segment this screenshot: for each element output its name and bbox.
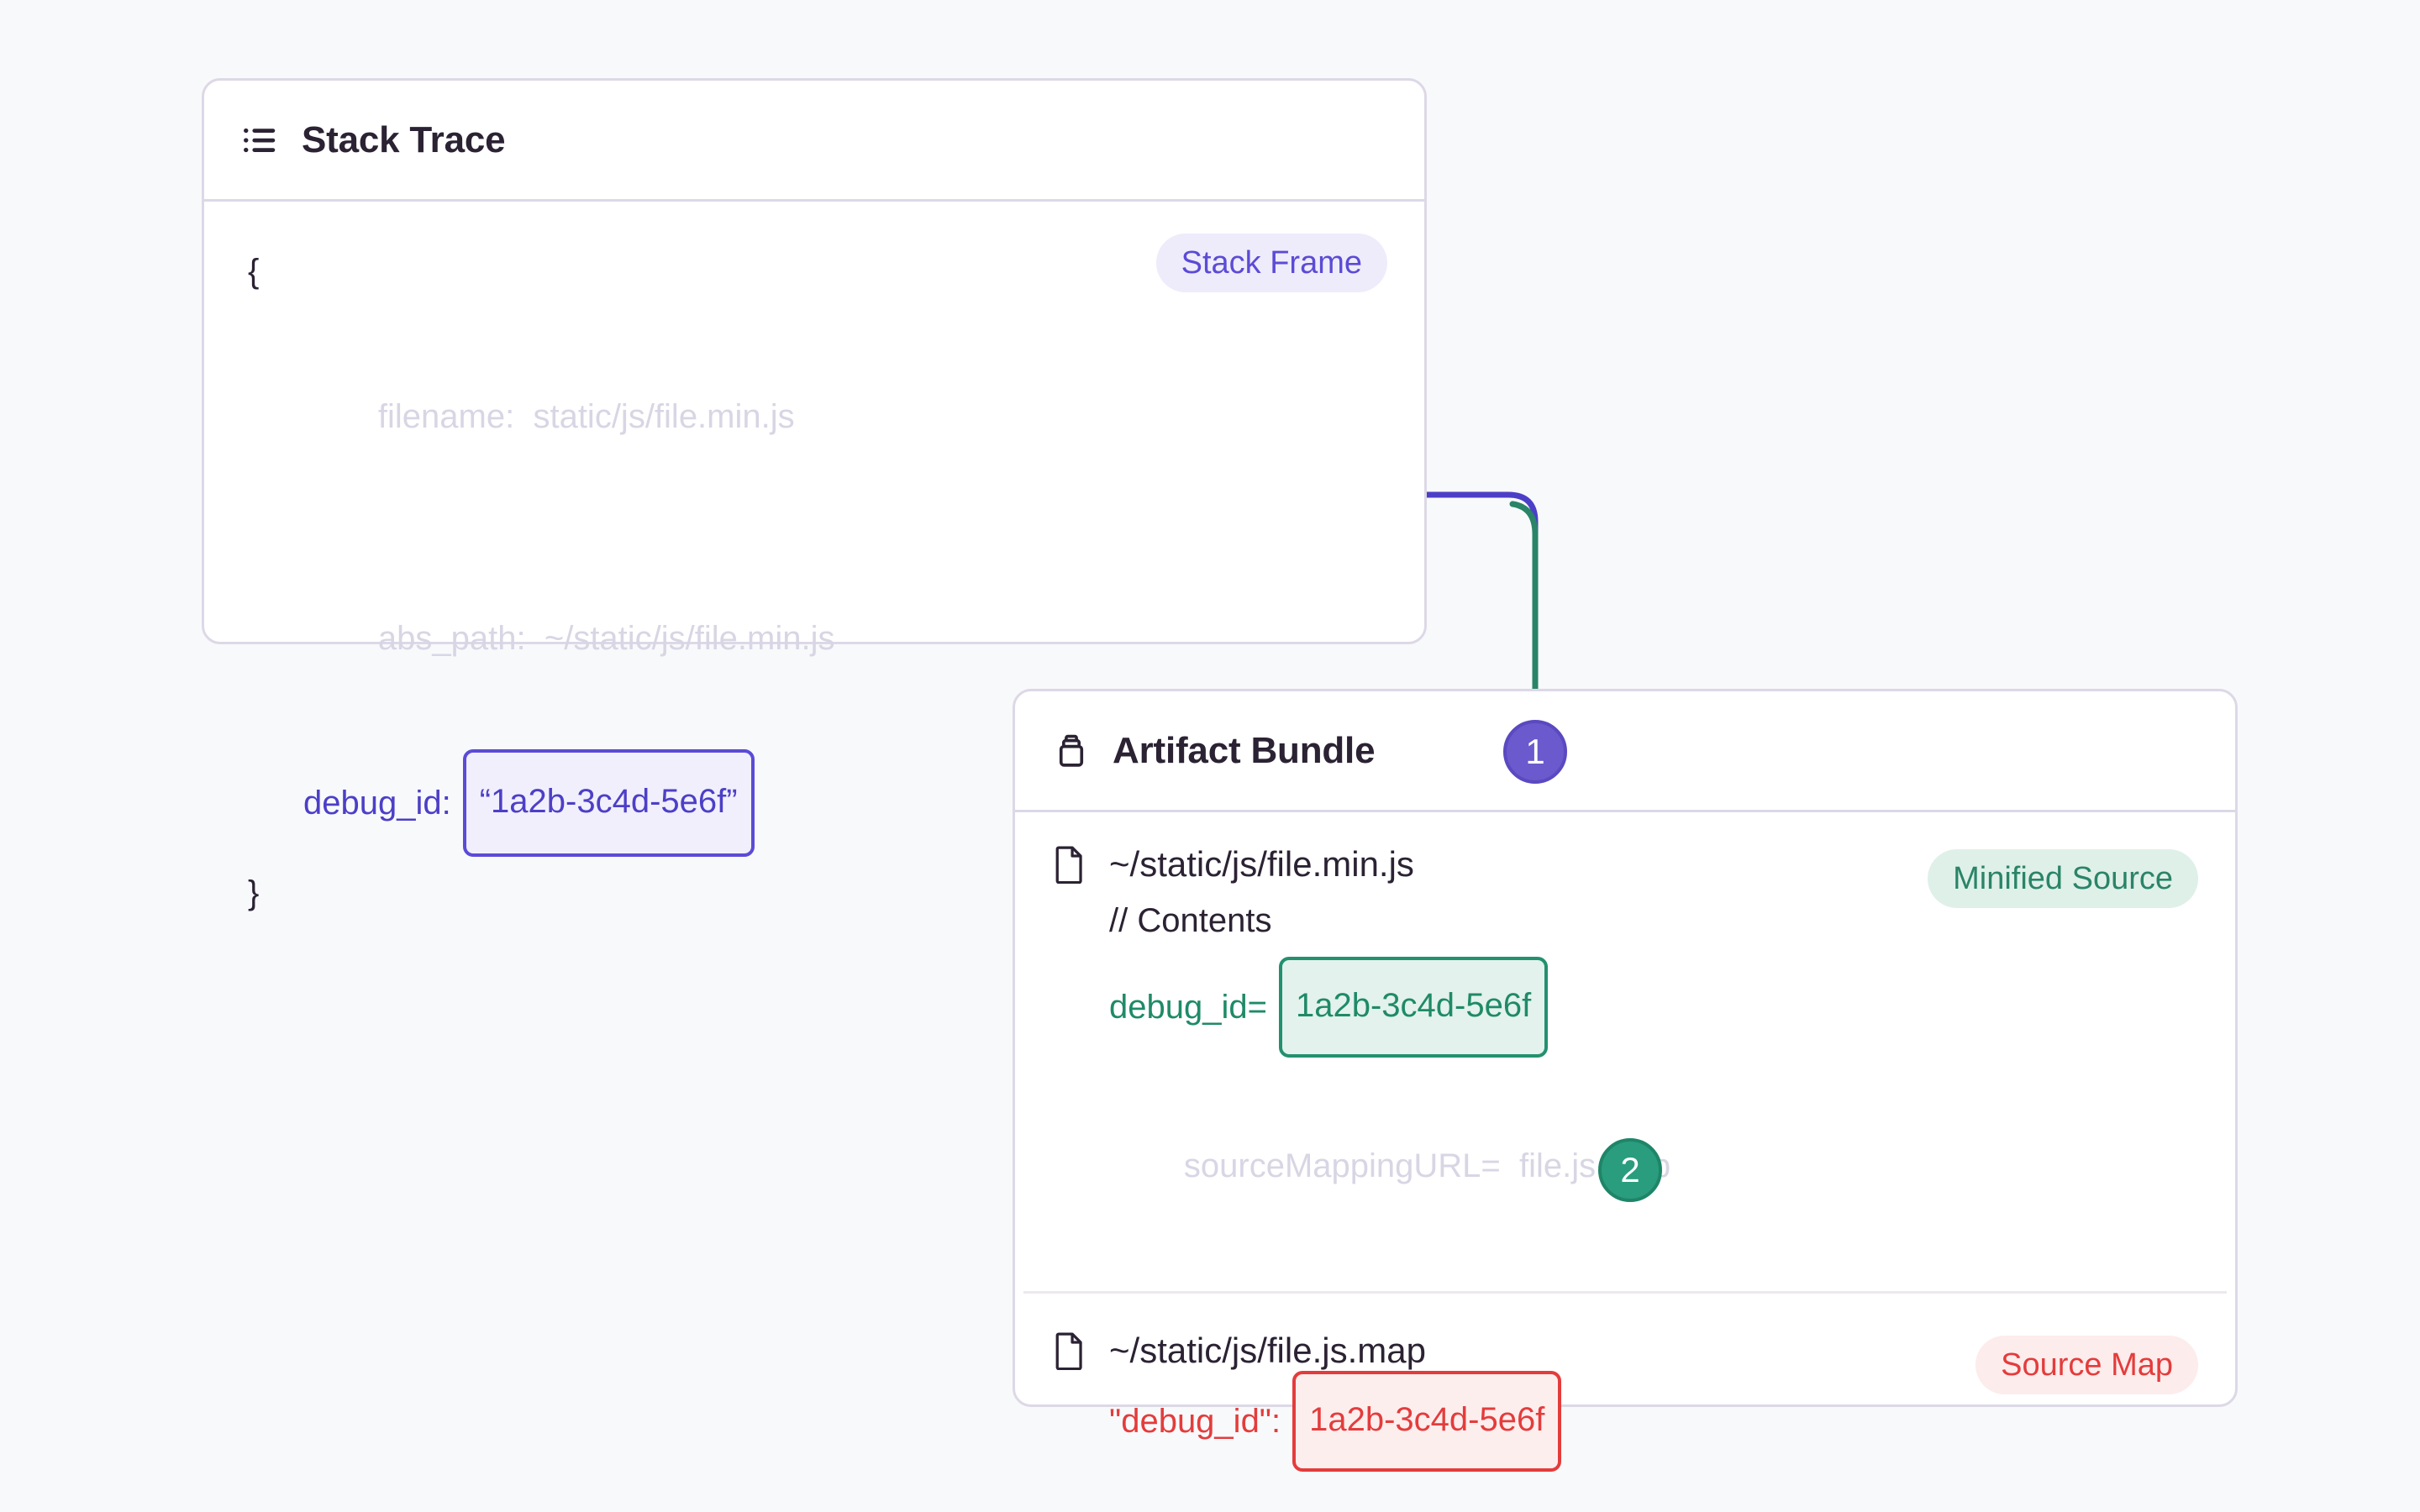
source-map-debug-id-line: "debug_id": 1a2b-3c4d-5e6f (1052, 1371, 2198, 1472)
list-icon (244, 128, 276, 152)
filename-key: filename: (377, 398, 515, 435)
artifact-bundle-header: Artifact Bundle (1015, 691, 2235, 812)
bundle-icon (1059, 734, 1084, 767)
artifact-row-source-map: Source Map ~/static/js/file.js.map "debu… (1015, 1294, 2235, 1488)
source-map-debug-id-key: "debug_id": (1109, 1403, 1281, 1440)
step-marker-1: 1 (1503, 720, 1567, 784)
code-line-open-brace: { (248, 253, 260, 290)
code-line-debug-id: debug_id: “1a2b-3c4d-5e6f” (204, 749, 1424, 857)
code-line-filename: filename: static/js/file.min.js (204, 306, 1424, 528)
file-icon (1055, 1332, 1082, 1370)
source-mapping-url-key: sourceMappingURL= (1183, 1147, 1501, 1184)
artifact-row-divider (1023, 1291, 2227, 1294)
source-map-file-name: ~/static/js/file.js.map (1109, 1331, 1426, 1370)
stack-frame-badge: Stack Frame (1155, 234, 1387, 292)
artifact-bundle-card: Artifact Bundle Minified Source ~/static… (1013, 689, 2238, 1472)
source-map-file-head: ~/static/js/file.js.map (1052, 1331, 2198, 1371)
stack-trace-header: Stack Trace (204, 81, 1424, 202)
minified-source-file-name: ~/static/js/file.min.js (1109, 844, 1414, 884)
artifact-row-minified-source: Minified Source ~/static/js/file.min.js … (1015, 812, 2235, 1291)
minified-source-badge: Minified Source (1928, 849, 2198, 908)
file-icon (1055, 846, 1082, 884)
debug-id-chip-sourcemap[interactable]: 1a2b-3c4d-5e6f (1292, 1371, 1562, 1472)
artifact-bundle-title: Artifact Bundle (1113, 729, 1376, 771)
minified-debug-id-key: debug_id= (1109, 989, 1267, 1026)
abs-path-key: abs_path: (377, 620, 526, 657)
stack-trace-card: Stack Trace Stack Frame { filename: stat… (202, 78, 1427, 911)
minified-source-debug-id-line: debug_id= 1a2b-3c4d-5e6f (1052, 957, 2198, 1058)
step-marker-2: 2 (1598, 1138, 1662, 1202)
debug-id-chip-minified[interactable]: 1a2b-3c4d-5e6f (1278, 957, 1549, 1058)
filename-value: static/js/file.min.js (533, 398, 795, 435)
source-mapping-url-line: sourceMappingURL= file.js.map (1052, 1058, 2198, 1274)
debug-id-chip-stacktrace[interactable]: “1a2b-3c4d-5e6f” (462, 749, 755, 857)
debug-id-key: debug_id: (303, 785, 451, 822)
code-line-abs-path: abs_path: ~/static/js/file.min.js (204, 528, 1424, 749)
source-map-badge: Source Map (1975, 1336, 2198, 1394)
code-line-close-brace: } (248, 874, 260, 911)
stack-trace-title: Stack Trace (302, 118, 506, 160)
abs-path-value: ~/static/js/file.min.js (544, 620, 835, 657)
stack-trace-body: Stack Frame { filename: static/js/file.m… (204, 202, 1424, 911)
